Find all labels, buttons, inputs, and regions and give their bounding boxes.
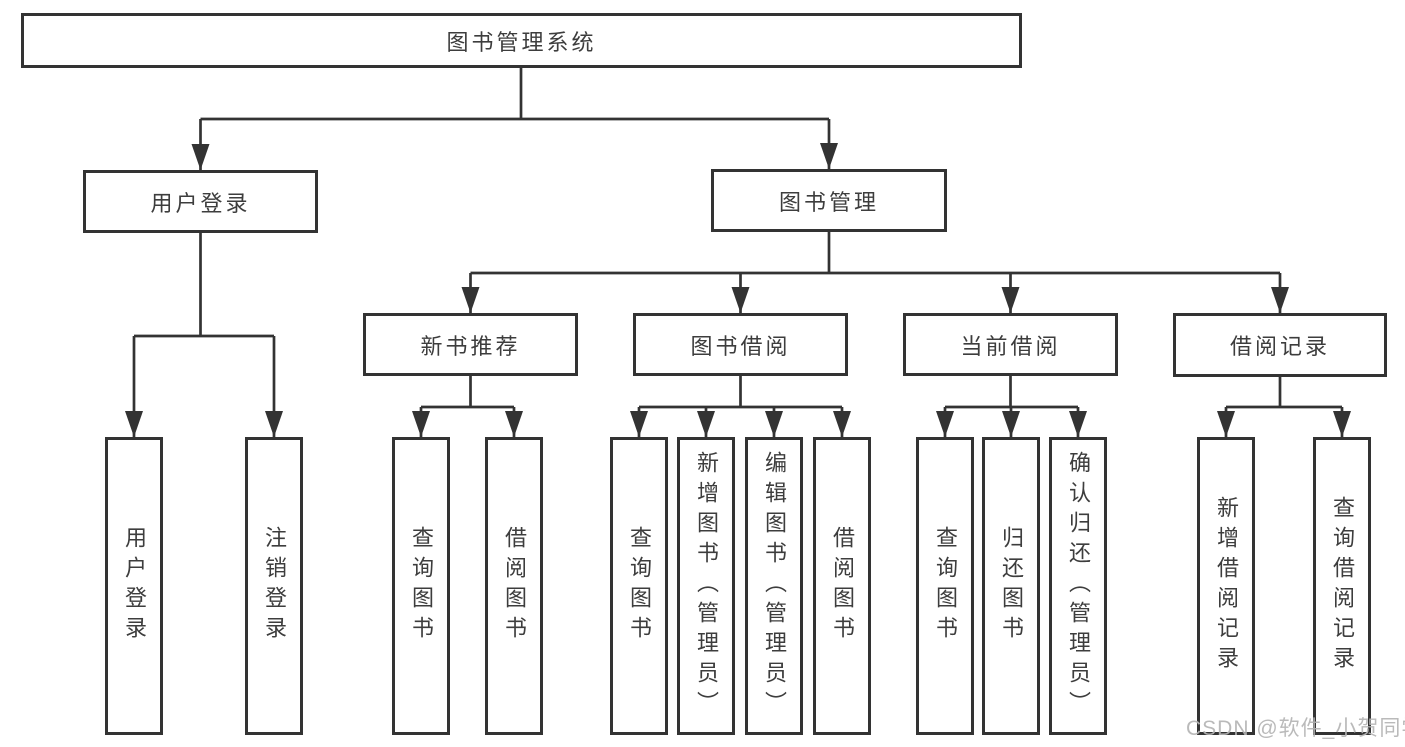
node-user-login: 用户登录 <box>83 170 318 233</box>
node-leaf-bb-edit-books-admin: 编辑图书（管理员） <box>745 437 803 735</box>
node-leaf-bb-add-books-admin: 新增图书（管理员） <box>677 437 735 735</box>
node-borrow-records: 借阅记录 <box>1173 313 1387 377</box>
node-leaf-bb-borrow-books: 借阅图书 <box>813 437 871 735</box>
node-root: 图书管理系统 <box>21 13 1022 68</box>
node-leaf-nbr-query-books: 查询图书 <box>392 437 450 735</box>
node-leaf-bb-query-books: 查询图书 <box>610 437 668 735</box>
node-leaf-br-query-record: 查询借阅记录 <box>1313 437 1371 735</box>
node-current-borrow: 当前借阅 <box>903 313 1118 376</box>
node-leaf-cb-confirm-return-admin: 确认归还（管理员） <box>1049 437 1107 735</box>
node-leaf-nbr-borrow-books: 借阅图书 <box>485 437 543 735</box>
node-new-book-recommend: 新书推荐 <box>363 313 578 376</box>
node-leaf-br-add-record: 新增借阅记录 <box>1197 437 1255 735</box>
node-leaf-logout: 注销登录 <box>245 437 303 735</box>
node-book-management: 图书管理 <box>711 169 947 232</box>
node-leaf-user-login: 用户登录 <box>105 437 163 735</box>
node-leaf-cb-return-books: 归还图书 <box>982 437 1040 735</box>
csdn-watermark: CSDN @软件_小贺同学 <box>1186 717 1405 740</box>
node-book-borrow: 图书借阅 <box>633 313 848 376</box>
node-leaf-cb-query-books: 查询图书 <box>916 437 974 735</box>
